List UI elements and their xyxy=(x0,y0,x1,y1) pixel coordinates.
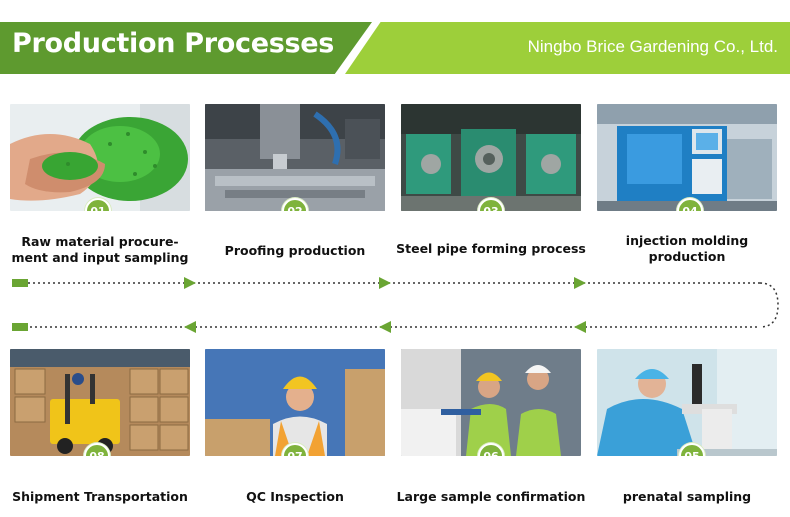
step-card-08: 08 xyxy=(10,349,190,456)
flow-arrow-left-1 xyxy=(184,321,196,333)
qc-inspection-photo xyxy=(205,349,385,456)
flow-arrow-left-3 xyxy=(574,321,586,333)
pipe-forming-photo xyxy=(401,104,581,211)
step-card-03: 03 xyxy=(401,104,581,211)
step-label-01: Raw material procure- ment and input sam… xyxy=(11,234,189,265)
step-label-08: Shipment Transportation xyxy=(12,489,188,504)
sample-confirmation-photo xyxy=(401,349,581,456)
shipment-photo xyxy=(10,349,190,456)
page-title: Production Processes xyxy=(12,28,335,59)
step-label-06: Large sample confirmation xyxy=(396,489,586,504)
step-label-04: injection molding production xyxy=(625,233,749,264)
flow-curve xyxy=(759,282,779,328)
step-card-06: 06 xyxy=(401,349,581,456)
flow-arrow-left-2 xyxy=(379,321,391,333)
step-card-04: 04 xyxy=(597,104,777,211)
prenatal-sampling-photo xyxy=(597,349,777,456)
proofing-photo xyxy=(205,104,385,211)
flow-arrow-right-3 xyxy=(574,277,586,289)
raw-material-photo xyxy=(10,104,190,211)
flow-arrow-right-1 xyxy=(184,277,196,289)
flow-start-marker xyxy=(12,279,28,287)
process-flow-path xyxy=(12,277,779,333)
flow-end-marker xyxy=(12,323,28,331)
step-card-05: 05 xyxy=(597,349,777,456)
banner-dark-segment xyxy=(0,22,372,74)
step-label-07: QC Inspection xyxy=(246,489,344,504)
header-banner: Production Processes Ningbo Brice Garden… xyxy=(0,22,790,74)
step-label-02: Proofing production xyxy=(224,243,366,258)
step-label-05: prenatal sampling xyxy=(622,489,752,504)
step-card-07: 07 xyxy=(205,349,385,456)
company-name: Ningbo Brice Gardening Co., Ltd. xyxy=(527,37,778,56)
step-card-01: 01 xyxy=(10,104,190,211)
step-label-03: Steel pipe forming process xyxy=(396,241,586,256)
flow-arrow-right-2 xyxy=(379,277,391,289)
injection-molding-photo xyxy=(597,104,777,211)
step-card-02: 02 xyxy=(205,104,385,211)
banner-light-segment xyxy=(345,22,790,74)
